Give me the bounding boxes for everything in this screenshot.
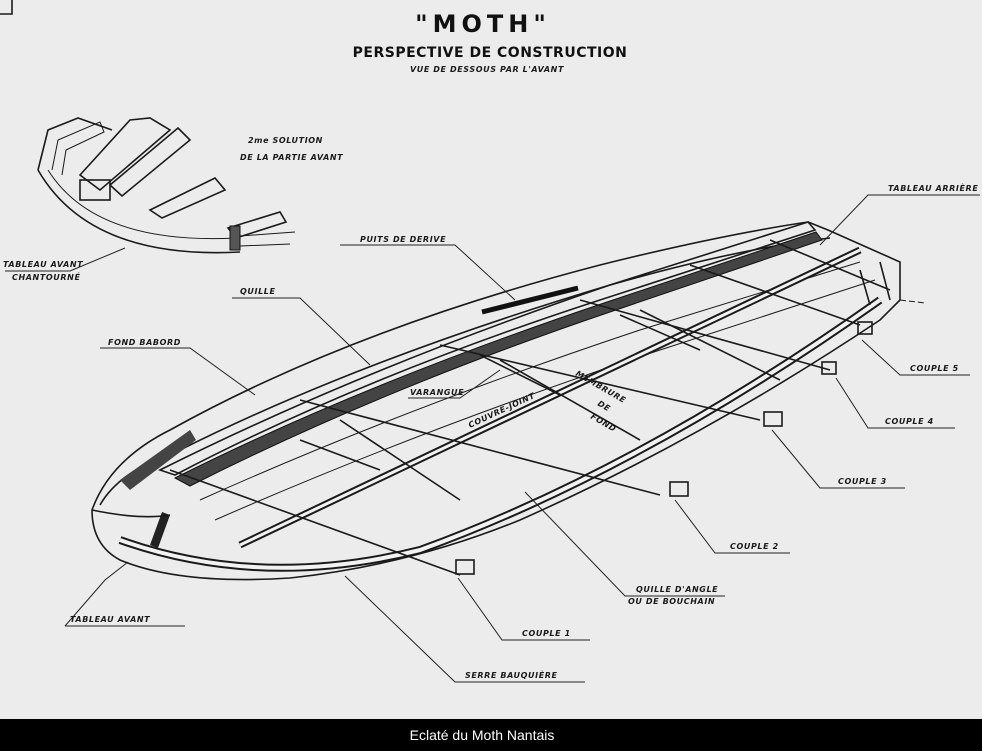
label-couple-4: COUPLE 4 <box>885 417 934 426</box>
label-couple-2: COUPLE 2 <box>730 542 779 551</box>
hull <box>91 221 926 581</box>
leader-tableau-avant-chantourne <box>5 247 126 272</box>
label-varangue: VARANGUE <box>410 388 464 397</box>
page-title: "MOTH" <box>415 10 551 38</box>
label-fond-babord: FOND BABORD <box>108 338 181 347</box>
label-quille-angle-1: QUILLE D'ANGLE <box>636 585 718 594</box>
label-tableau-avant-chantourne-2: CHANTOURNÉ <box>12 271 81 282</box>
label-quille: QUILLE <box>240 287 276 296</box>
label-membrure-3: FOND <box>589 412 618 434</box>
inset-detail <box>37 117 296 254</box>
label-quille-angle-2: OU DE BOUCHAIN <box>628 597 715 606</box>
caption-box: Eclaté du Moth Nantais <box>389 719 575 751</box>
hull-diagram: "MOTH" PERSPECTIVE DE CONSTRUCTION VUE D… <box>0 0 980 683</box>
label-tableau-avant-chantourne-1: TABLEAU AVANT <box>3 260 83 269</box>
label-tableau-arriere: TABLEAU ARRIÈRE <box>888 183 978 193</box>
page-subtitle: PERSPECTIVE DE CONSTRUCTION <box>353 45 628 61</box>
label-couple-5: COUPLE 5 <box>910 364 959 373</box>
technical-drawing: "MOTH" PERSPECTIVE DE CONSTRUCTION VUE D… <box>0 0 982 719</box>
corner-mark <box>0 0 13 15</box>
label-couple-3: COUPLE 3 <box>838 477 887 486</box>
inset-heading-1: 2me SOLUTION <box>248 136 323 145</box>
label-couple-1: COUPLE 1 <box>522 629 571 638</box>
label-serre-bauquiere: SERRE BAUQUIÈRE <box>465 670 558 680</box>
label-puits-de-derive: PUITS DE DERIVE <box>360 235 446 244</box>
image-caption: Eclaté du Moth Nantais <box>409 727 555 743</box>
inset-heading-2: DE LA PARTIE AVANT <box>240 153 343 162</box>
label-membrure-2: DE <box>596 399 612 413</box>
view-note: VUE DE DESSOUS PAR L'AVANT <box>410 65 564 74</box>
label-tableau-avant: TABLEAU AVANT <box>70 615 150 624</box>
